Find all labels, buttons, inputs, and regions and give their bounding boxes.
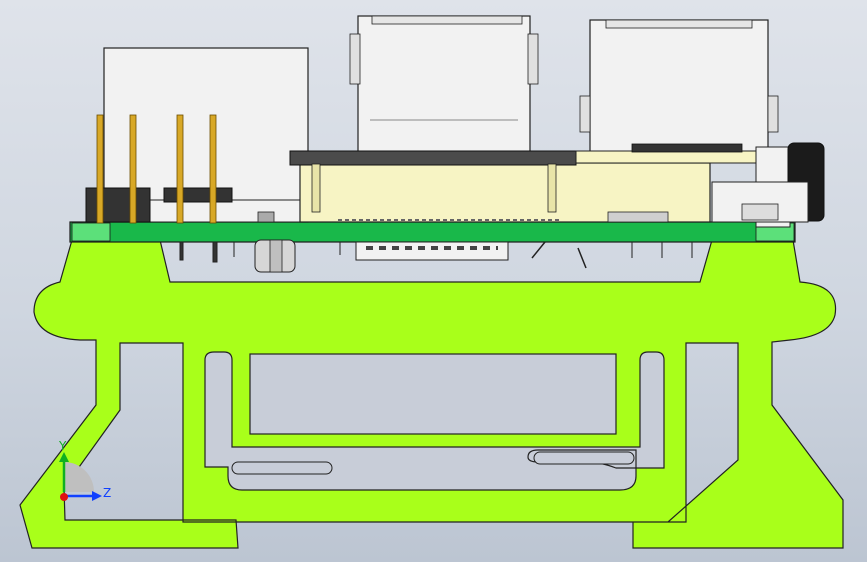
through-hole-pins xyxy=(179,241,693,263)
axis-label-z: Z xyxy=(103,486,112,500)
ffc-connector[interactable] xyxy=(355,241,587,269)
triad-disc xyxy=(64,462,94,492)
axis-label-y: Y xyxy=(59,439,67,453)
usb-connector-right[interactable] xyxy=(579,19,779,155)
pin-header-left[interactable] xyxy=(85,114,151,224)
z-axis-arrow xyxy=(92,491,102,501)
bracket-notch-right xyxy=(533,451,635,465)
din-rail-bracket[interactable] xyxy=(19,239,844,549)
y-axis-arrow xyxy=(59,452,69,462)
pcb-end-left xyxy=(71,222,111,242)
pcie-module[interactable] xyxy=(289,143,757,223)
pin-header-right[interactable] xyxy=(163,114,233,224)
x-axis-dot xyxy=(60,493,68,501)
pcb-board[interactable] xyxy=(69,221,796,243)
dc-barrel-jack[interactable] xyxy=(711,142,825,228)
usb-connector-left[interactable] xyxy=(349,15,539,153)
bracket-window xyxy=(249,353,617,435)
axis-triad xyxy=(59,452,102,501)
bracket-notch-left xyxy=(231,461,333,475)
